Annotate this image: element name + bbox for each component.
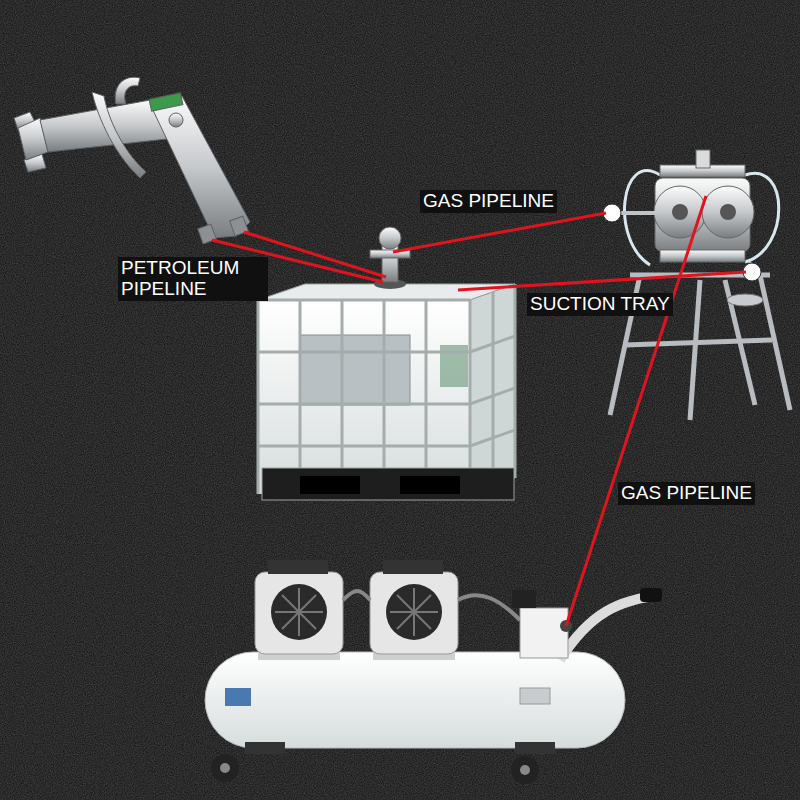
diaphragm-pump-part-part: [625, 340, 772, 345]
ibc-tank-part: [300, 476, 360, 494]
air-compressor: [205, 560, 662, 784]
ibc-tank-part: [262, 468, 514, 500]
ibc-tank-part: [400, 476, 460, 494]
ibc-tank-part-part: [469, 300, 472, 494]
spray-gun-part: [149, 93, 183, 111]
label-slot: GAS PIPELINE: [618, 482, 755, 505]
ibc-tank-part-part: [383, 300, 386, 494]
diaphragm-pump-part: [720, 204, 736, 220]
air-compressor-part: [225, 688, 251, 706]
spray-gun-part: [169, 113, 183, 127]
air-compressor-part: [640, 588, 662, 602]
ibc-tank: [258, 227, 515, 500]
ibc-tank-part: [258, 300, 470, 494]
air-compressor-part-part: [282, 595, 316, 629]
air-compressor-part: [386, 584, 442, 640]
label-slot: PETROLEUM PIPELINE: [118, 257, 268, 301]
diaphragm-pump-part: [702, 186, 754, 238]
air-compressor-part: [220, 763, 230, 773]
pipeline-label: GAS PIPELINE: [618, 482, 755, 505]
red-pipelines: [212, 196, 746, 626]
pipeline-label: SUCTION TRAY: [527, 293, 673, 316]
ibc-tank-part-part: [470, 430, 515, 446]
ibc-tank-part-part: [514, 284, 517, 478]
diaphragm-pump-part: [654, 186, 706, 238]
air-compressor-part: [268, 560, 328, 574]
ibc-tank-part-part: [257, 300, 260, 494]
diaphragm-pump: [603, 150, 790, 420]
red-pipelines-part: [458, 272, 746, 290]
red-pipelines-part: [566, 196, 706, 626]
spray-gun-part: [150, 96, 250, 238]
ibc-tank-part: [379, 227, 401, 249]
air-compressor-part: [512, 590, 536, 608]
pipeline-label: PETROLEUM PIPELINE: [118, 257, 268, 301]
ibc-tank-part-part: [258, 445, 470, 448]
diaphragm-pump-part: [660, 250, 745, 262]
red-pipelines-part: [393, 213, 606, 252]
ibc-tank-part: [470, 284, 515, 494]
spray-gun-part: [115, 77, 140, 104]
air-compressor-part: [343, 591, 370, 600]
air-compressor-part: [275, 588, 323, 636]
ibc-tank-part: [258, 284, 515, 494]
air-compressor-part: [370, 572, 458, 654]
air-compressor-part: [245, 742, 285, 754]
air-compressor-part: [205, 652, 625, 748]
ibc-tank-part-part: [258, 299, 470, 302]
ibc-tank-part-part: [492, 292, 495, 486]
label-slot: GAS PIPELINE: [420, 190, 557, 213]
spray-gun: [14, 77, 250, 244]
air-compressor-part: [383, 560, 443, 574]
spray-gun-part: [92, 92, 146, 178]
ibc-tank-part-part: [299, 300, 302, 494]
air-compressor-part: [515, 742, 555, 754]
air-compressor-part-part: [397, 595, 431, 629]
ibc-tank-part-part: [341, 300, 344, 494]
air-compressor-part: [255, 572, 343, 654]
ibc-tank-part-part: [470, 388, 515, 404]
label-slot: SUCTION TRAY: [527, 293, 673, 316]
air-compressor-part: [520, 608, 568, 658]
air-compressor-part: [520, 765, 530, 775]
air-compressor-part-part: [282, 595, 316, 629]
diaphragm-pump-part: [620, 211, 655, 215]
diaphragm-pump-part: [696, 150, 710, 168]
ibc-tank-part-part: [425, 300, 428, 494]
ibc-tank-part-part: [258, 351, 470, 354]
air-compressor-part: [458, 595, 520, 620]
air-compressor-part: [390, 588, 438, 636]
ibc-tank-part-part: [258, 403, 470, 406]
pipeline-label: GAS PIPELINE: [420, 190, 557, 213]
air-compressor-part: [511, 756, 539, 784]
air-compressor-part: [520, 688, 550, 704]
diaphragm-pump-part: [672, 204, 688, 220]
diaphragm-pump-part: [727, 294, 763, 306]
ibc-tank-part: [300, 335, 410, 405]
air-compressor-part: [560, 595, 660, 660]
ibc-tank-part-part: [470, 336, 515, 352]
diaphragm-pump-part-part: [690, 280, 700, 420]
air-compressor-part: [211, 754, 239, 782]
air-compressor-part: [271, 584, 327, 640]
air-compressor-part-part: [397, 595, 431, 629]
